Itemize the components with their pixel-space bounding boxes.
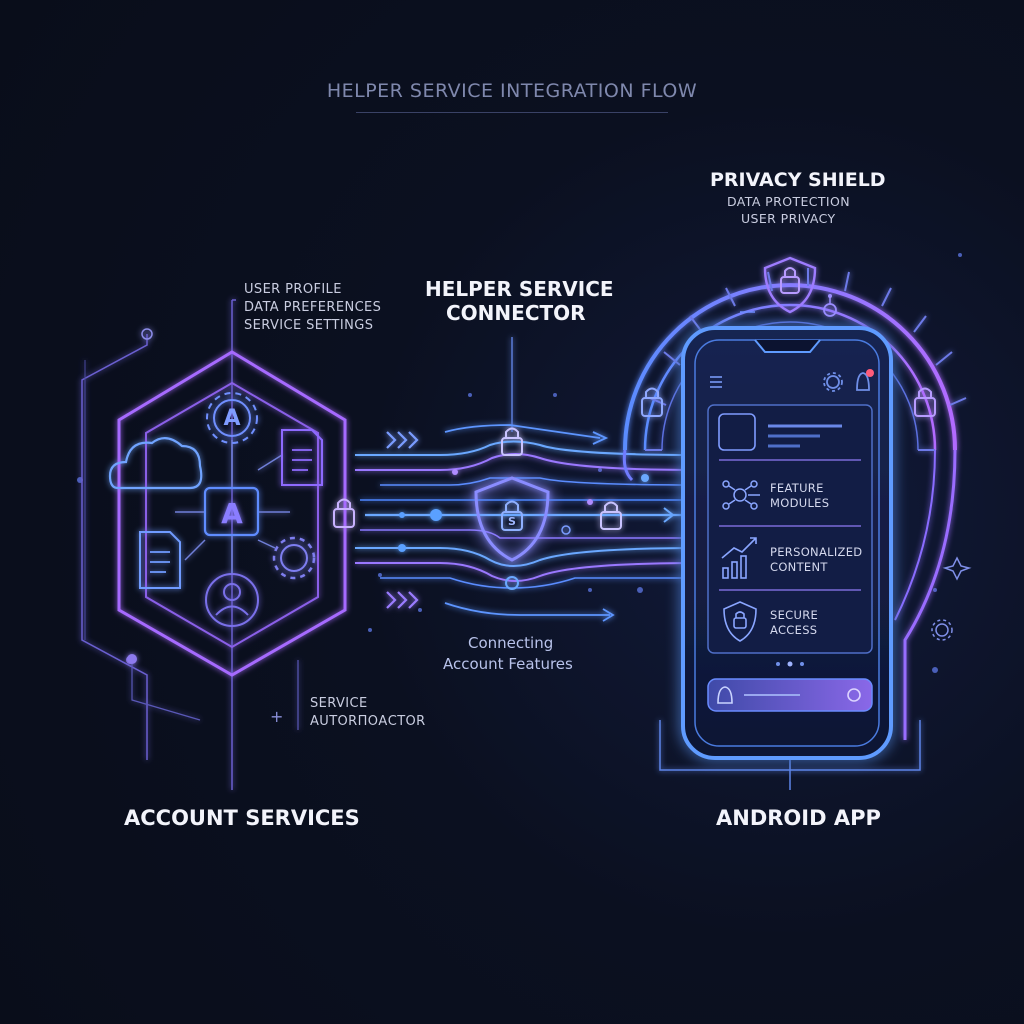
secure-access-line-2: ACCESS	[770, 623, 818, 637]
modules-icon	[722, 480, 760, 510]
phone-screen	[707, 404, 873, 712]
chart-icon	[721, 537, 757, 579]
title-underline	[356, 112, 668, 113]
personalized-content-line-1: PERSONALIZED	[770, 545, 863, 559]
android-app-label: ANDROID APP	[716, 806, 881, 830]
privacy-line-2: USER PRIVACY	[741, 211, 836, 226]
service-line-2: AUTORΠΟΑCTOR	[310, 714, 426, 729]
plus-icon: +	[270, 707, 283, 726]
personalized-content-line-2: CONTENT	[770, 560, 828, 574]
phone-topbar	[710, 372, 870, 392]
shield-letter: S	[508, 515, 516, 528]
feature-modules-line-1: FEATURE	[770, 481, 824, 495]
service-line-1: SERVICE	[310, 696, 368, 711]
connector-flow	[355, 337, 701, 622]
privacy-line-1: DATA PROTECTION	[727, 194, 851, 209]
account-services-node	[81, 299, 355, 790]
account-services-label: ACCOUNT SERVICES	[124, 806, 360, 830]
connector-title-line-2: CONNECTOR	[446, 301, 586, 325]
sparkle-icon	[942, 556, 972, 581]
secure-access-line-1: SECURE	[770, 608, 819, 622]
account-note-user-profile: USER PROFILE	[244, 282, 342, 297]
privacy-shield-title: PRIVACY SHIELD	[710, 169, 886, 191]
right-decor	[931, 556, 972, 641]
connector-caption-line-1: Connecting	[468, 634, 554, 652]
account-note-data-preferences: DATA PREFERENCES	[244, 300, 382, 315]
shield-lock-icon	[723, 601, 757, 642]
bell-icon	[856, 372, 870, 391]
notification-dot	[866, 369, 874, 377]
connector-title-line-1: HELPER SERVICE	[425, 277, 614, 301]
gear-letter: A	[223, 406, 240, 431]
app-logo-letter: A	[221, 497, 243, 530]
account-note-service-settings: SERVICE SETTINGS	[244, 318, 374, 333]
connector-caption-line-2: Account Features	[443, 655, 573, 673]
menu-icon	[710, 376, 722, 388]
gear-small-icon	[935, 623, 949, 637]
page-title: HELPER SERVICE INTEGRATION FLOW	[326, 80, 698, 102]
feature-modules-line-2: MODULES	[770, 496, 830, 510]
privacy-shield-arc	[622, 256, 967, 740]
